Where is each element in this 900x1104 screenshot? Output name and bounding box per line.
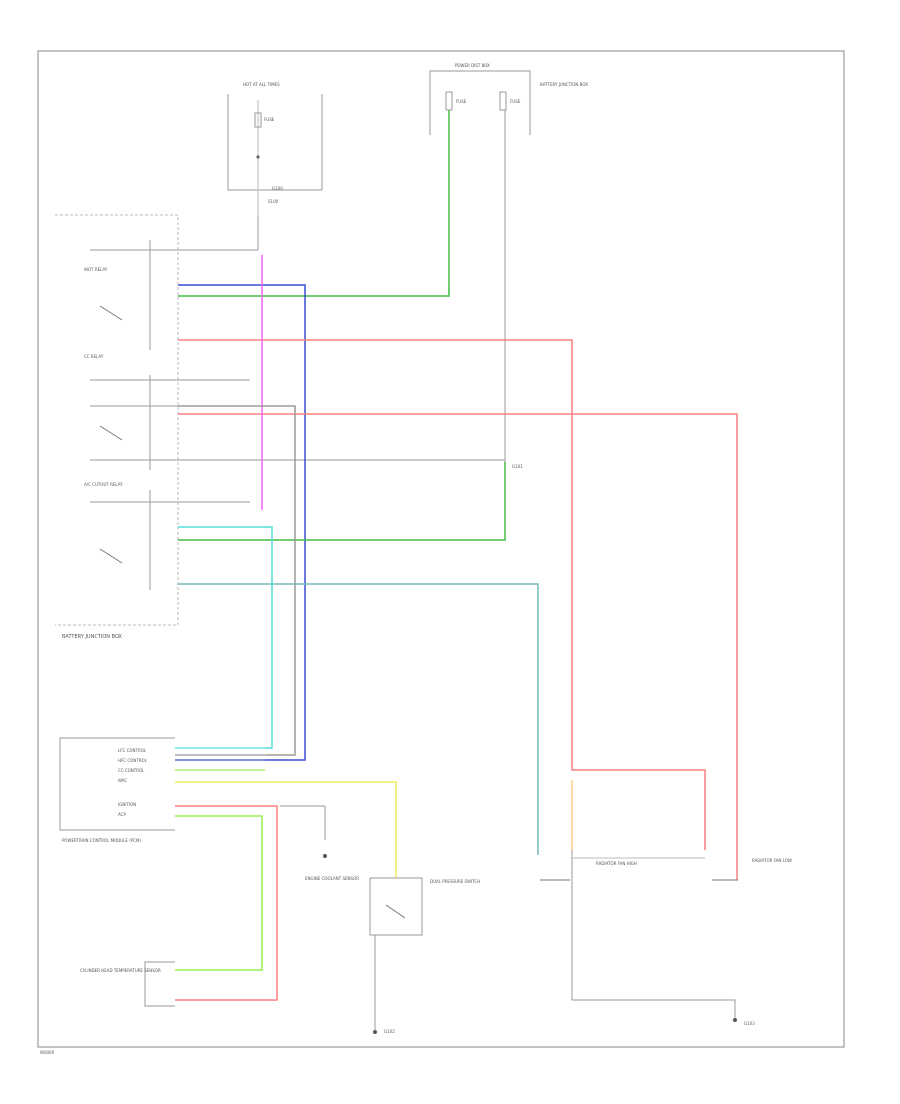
radiator-fan-low-label: RADIATOR FAN LOW <box>752 858 792 863</box>
radiator-fan-high-label: RADIATOR FAN HIGH <box>596 861 637 866</box>
g102-label: G102 <box>384 1029 395 1034</box>
pcm-pin-6: ACP <box>118 812 126 817</box>
relay-gray-wires <box>90 110 506 540</box>
dual-pressure-switch: DUAL PRESSURE SWITCH G102 <box>369 877 480 1034</box>
relay-switch-3 <box>99 548 123 564</box>
g103-label: G103 <box>744 1021 755 1026</box>
wot-relay-label: WOT RELAY <box>84 267 108 272</box>
fuse-a-label: FUSE <box>264 117 275 122</box>
blue-wire <box>178 284 306 761</box>
power-dist-box-top: POWER DIST BOX BATTERY JUNCTION BOX FUSE… <box>429 63 588 135</box>
hot-at-all-times-fuse-box: HOT AT ALL TIMES FUSE S100 <box>227 82 323 215</box>
red-wire-2 <box>178 413 738 880</box>
g100-label: G100 <box>272 186 283 191</box>
hot-at-all-times-label: HOT AT ALL TIMES <box>243 82 280 87</box>
relay-switch-2 <box>99 425 123 441</box>
cc-relay-label: CC RELAY <box>84 354 104 359</box>
pcm-pin-4: WAC <box>118 778 127 783</box>
pcm-block: LFC CONTROL HFC CONTROL CC CONTROL WAC I… <box>59 737 327 858</box>
colored-wires <box>175 110 738 1001</box>
battery-junction-box-relays: WOT RELAY CC RELAY A/C CUTOUT RELAY BATT… <box>55 214 179 640</box>
g101-label: G101 <box>512 464 523 469</box>
dual-pressure-label: DUAL PRESSURE SWITCH <box>430 879 480 884</box>
red-wire-1 <box>178 339 706 850</box>
cyl-head-temp-label: CYLINDER HEAD TEMPERATURE SENSOR <box>80 968 161 973</box>
engine-coolant-sensor: CYLINDER HEAD TEMPERATURE SENSOR ENGINE … <box>80 876 359 1007</box>
engine-coolant-label: ENGINE COOLANT SENSOR <box>305 876 359 881</box>
pcm-label: POWERTRAIN CONTROL MODULE (PCM) <box>62 838 141 843</box>
power-dist-box-label: POWER DIST BOX <box>455 63 490 68</box>
lightgreen-wire <box>175 815 263 971</box>
pcm-pin-3: CC CONTROL <box>118 768 145 773</box>
splice-dot <box>256 155 260 159</box>
pcm-pin-1: LFC CONTROL <box>118 748 147 753</box>
fuse-c-label: FUSE <box>510 99 521 104</box>
diagram-frame <box>37 50 845 1048</box>
relay-switch-1 <box>99 305 123 321</box>
cyan-wire <box>178 526 273 749</box>
pcm-pin-2: HFC CONTROL <box>118 758 148 763</box>
teal-wire <box>178 583 539 855</box>
battery-junction-box-bottom-label: BATTERY JUNCTION BOX <box>62 634 123 640</box>
radiator-fan-block: RADIATOR FAN HIGH RADIATOR FAN LOW G103 <box>540 850 792 1026</box>
fuse-symbol <box>254 112 262 128</box>
green-wire-2 <box>178 462 506 541</box>
gray-wire-pcm <box>178 405 296 756</box>
yellow-wire <box>175 781 397 878</box>
fuse-b-label: FUSE <box>456 99 467 104</box>
green-wire-1 <box>178 110 450 297</box>
battery-junction-box-label: BATTERY JUNCTION BOX <box>540 82 588 87</box>
ac-cutout-relay-label: A/C CUTOUT RELAY <box>84 482 123 487</box>
footer-code: W0000 <box>40 1050 55 1055</box>
pcm-pin-5: IGNITION <box>118 802 136 807</box>
red-wire-3 <box>175 805 278 1001</box>
s100-label: S100 <box>268 199 279 204</box>
